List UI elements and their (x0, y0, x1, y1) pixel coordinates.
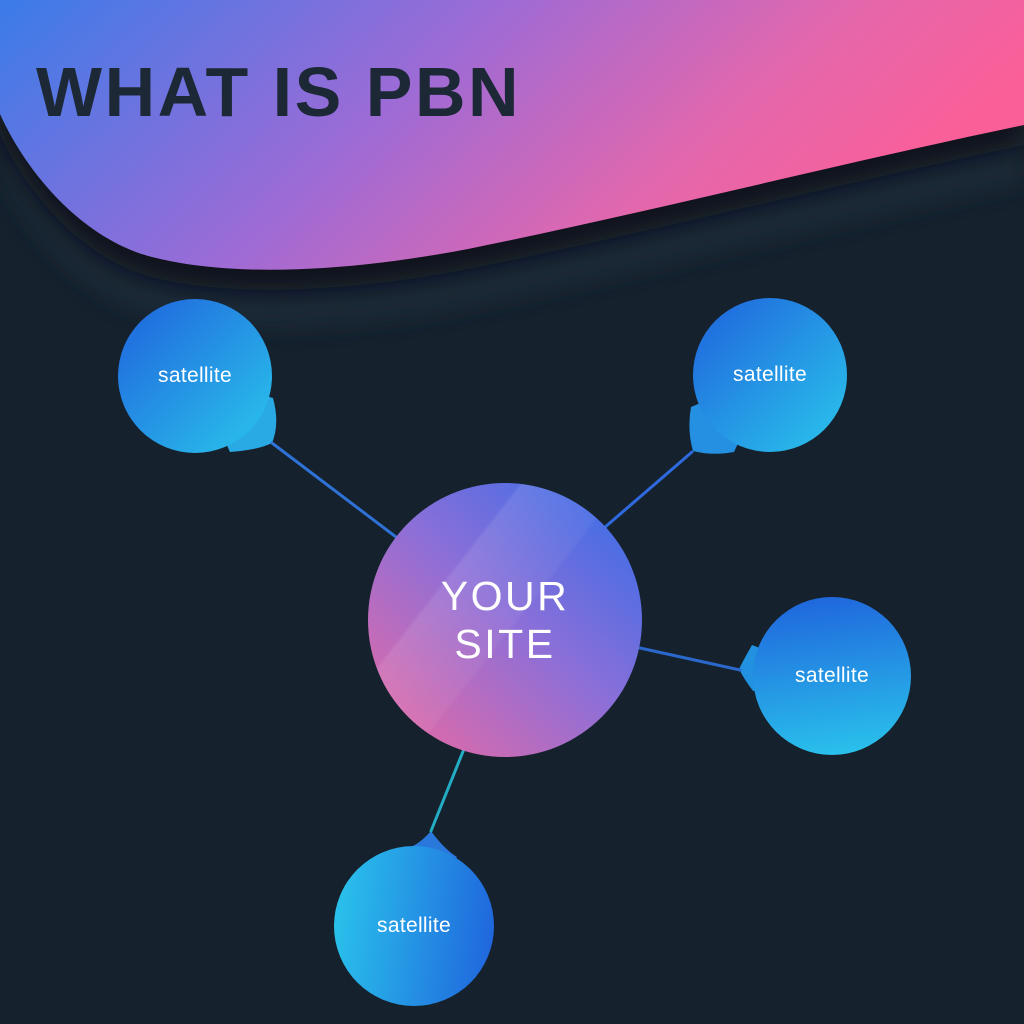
satellite-label: satellite (158, 364, 232, 387)
satellite-node-bottom: satellite (334, 846, 494, 1006)
your-site-node: YOUR SITE (368, 483, 642, 757)
satellite-node-top-left: satellite (118, 299, 272, 453)
your-site-label-line2: SITE (454, 621, 556, 667)
header-wave (0, 0, 1024, 270)
connector-top-left (270, 441, 402, 542)
your-site-label: YOUR SITE (441, 572, 569, 668)
satellite-label: satellite (377, 914, 451, 937)
your-site-label-line1: YOUR (440, 573, 570, 619)
connector-bottom (429, 747, 466, 833)
connector-top-right (602, 450, 694, 530)
satellite-node-middle-right: satellite (753, 597, 911, 755)
satellite-node-top-right: satellite (693, 298, 847, 452)
page-title: WHAT IS PBN (36, 53, 522, 131)
satellite-label: satellite (795, 664, 869, 687)
connector-middle-right (638, 646, 742, 672)
satellite-label: satellite (733, 363, 807, 386)
